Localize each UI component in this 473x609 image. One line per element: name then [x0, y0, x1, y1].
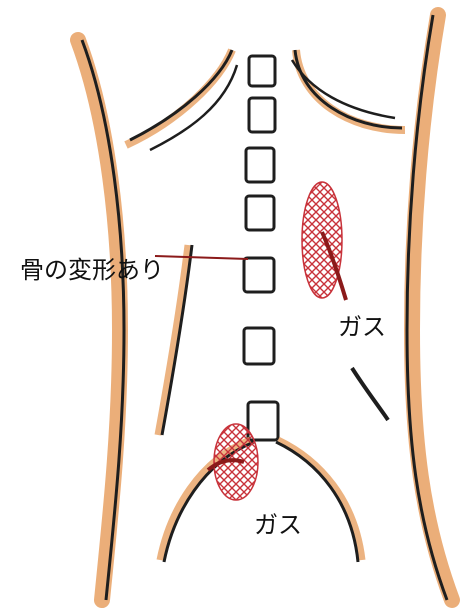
gas-region-upper [302, 182, 346, 300]
gas-region-lower [208, 424, 258, 500]
rib-upper-right [292, 50, 405, 130]
pelvis-right [276, 440, 362, 562]
rib-mid-right [352, 368, 388, 420]
body-outline-right [407, 15, 452, 600]
gas-label-upper: ガス [338, 315, 386, 339]
gas-label-lower: ガス [254, 513, 302, 537]
rib-upper-left [126, 50, 237, 150]
spine-vertebrae [244, 56, 278, 440]
bone-deformity-label: 骨の変形あり [20, 258, 164, 282]
bone-deformity-leader [155, 256, 248, 259]
body-outline-left [78, 40, 124, 600]
